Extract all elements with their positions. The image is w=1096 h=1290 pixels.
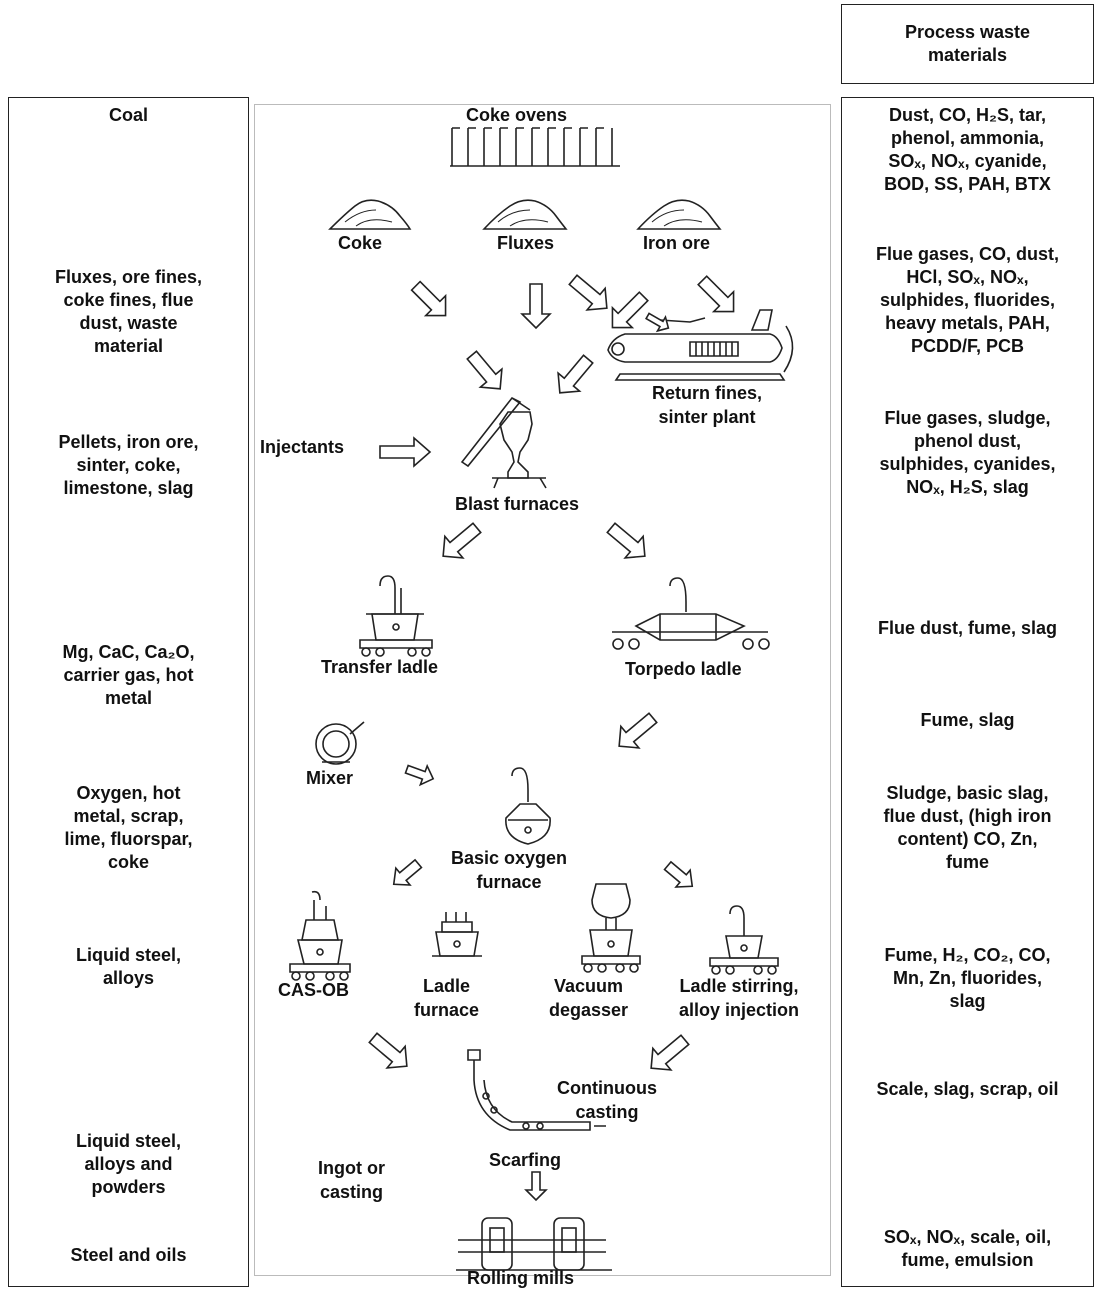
- waste-rolling: SOₓ, NOₓ, scale, oil, fume, emulsion: [883, 1227, 1052, 1270]
- flow-arrows: [368, 274, 735, 1202]
- label-injectants: Injectants: [260, 437, 345, 457]
- label-coke-ovens: Coke ovens: [466, 105, 568, 125]
- label-continuous-casting: Continuous casting: [557, 1078, 657, 1122]
- input-rolling: Steel and oils: [70, 1245, 187, 1265]
- label-rolling-mills: Rolling mills: [467, 1268, 575, 1288]
- waste-secondary: Fume, H₂, CO₂, CO, Mn, Zn, fluorides, sl…: [884, 945, 1051, 1011]
- label-bof: Basic oxygen furnace: [451, 848, 568, 892]
- torpedo-ladle-icon: [612, 577, 770, 650]
- waste-mixer: Fume, slag: [920, 710, 1015, 730]
- label-mixer: Mixer: [306, 768, 354, 788]
- input-coal: Coal: [108, 105, 148, 125]
- input-sinter: Fluxes, ore fines, coke fines, flue dust…: [54, 267, 203, 356]
- fluxes-pile-icon: [482, 199, 568, 230]
- sinter-plant-icon: [607, 309, 794, 381]
- input-bof: Oxygen, hot metal, scrap, lime, fluorspa…: [64, 783, 193, 872]
- label-scarfing: Scarfing: [489, 1150, 562, 1170]
- cas-ob-icon: [289, 890, 351, 981]
- waste-casting: Scale, slag, scrap, oil: [876, 1079, 1059, 1099]
- rolling-mill-icon: [456, 1217, 612, 1271]
- process-column-box: [254, 104, 831, 1276]
- label-ladle-stirring: Ladle stirring, alloy injection: [679, 976, 800, 1020]
- label-blast-furnaces: Blast furnaces: [455, 494, 580, 514]
- label-cas-ob: CAS-OB: [278, 980, 349, 1000]
- label-torpedo-ladle: Torpedo ladle: [625, 659, 742, 679]
- continuous-caster-icon: [467, 1049, 606, 1131]
- vacuum-degasser-icon: [581, 883, 641, 973]
- waste-ladle: Flue dust, fume, slag: [877, 618, 1058, 638]
- input-secondary: Liquid steel, alloys: [75, 945, 181, 988]
- label-ingot-casting: Ingot or casting: [318, 1158, 385, 1202]
- input-casting: Liquid steel, alloys and powders: [75, 1131, 181, 1197]
- input-ladle: Mg, CaC, Ca₂O, carrier gas, hot metal: [62, 642, 195, 708]
- label-iron-ore: Iron ore: [643, 233, 711, 253]
- ladle-stirring-icon: [709, 905, 779, 975]
- label-fluxes: Fluxes: [497, 233, 555, 253]
- waste-coke-ovens: Dust, CO, H₂S, tar, phenol, ammonia, SOₓ…: [884, 105, 1051, 194]
- input-blast-furnace: Pellets, iron ore, sinter, coke, limesto…: [58, 432, 199, 498]
- transfer-ladle-icon: [359, 575, 433, 657]
- mixer-icon: [315, 721, 365, 765]
- coke-ovens-icon: [450, 127, 620, 167]
- label-return-fines: Return fines, sinter plant: [652, 383, 763, 427]
- waste-sinter: Flue gases, CO, dust, HCl, SOₓ, NOₓ, sul…: [875, 244, 1060, 356]
- ladle-furnace-icon: [432, 912, 482, 957]
- waste-header-box: [841, 4, 1094, 84]
- bof-icon: [505, 767, 551, 845]
- label-ladle-furnace: Ladle furnace: [414, 976, 480, 1020]
- label-transfer-ladle: Transfer ladle: [321, 657, 439, 677]
- blast-furnace-icon: [460, 396, 547, 489]
- waste-column-title: Process waste materials: [904, 22, 1031, 65]
- coke-pile-icon: [328, 199, 412, 230]
- label-vacuum-degasser: Vacuum degasser: [549, 976, 629, 1020]
- waste-bof: Sludge, basic slag, flue dust, (high iro…: [883, 783, 1052, 872]
- iron-ore-pile-icon: [636, 199, 722, 230]
- waste-blast-furnace: Flue gases, sludge, phenol dust, sulphid…: [879, 408, 1056, 497]
- label-coke: Coke: [338, 233, 383, 253]
